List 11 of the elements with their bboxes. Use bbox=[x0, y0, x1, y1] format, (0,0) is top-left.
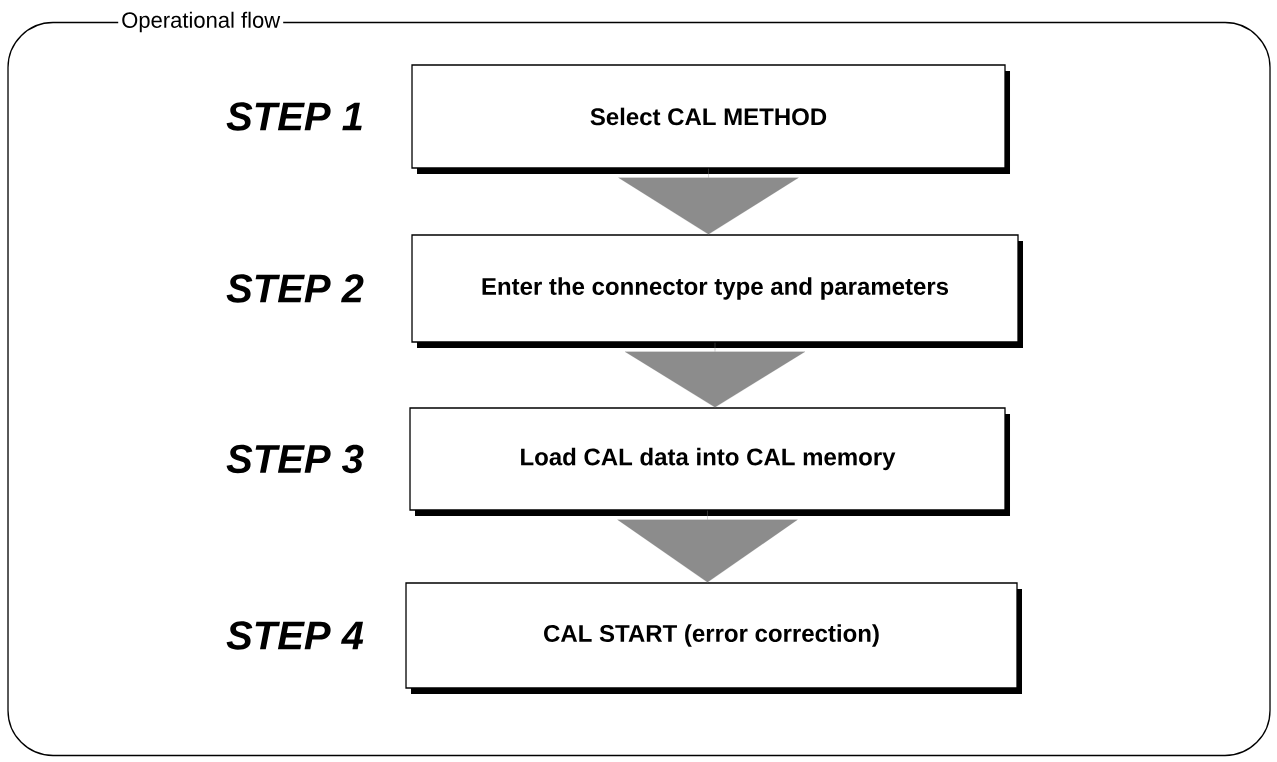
process-box: Enter the connector type and parameters bbox=[411, 234, 1023, 348]
step-label: STEP 4 bbox=[226, 621, 364, 650]
arrow bbox=[624, 342, 806, 408]
step-label: STEP 3 bbox=[226, 444, 364, 474]
step-label: STEP 2 bbox=[226, 274, 364, 303]
arrow bbox=[618, 168, 799, 235]
process-box: Select CAL METHOD bbox=[411, 64, 1010, 174]
process-box: Load CAL data into CAL memory bbox=[409, 407, 1010, 516]
arrow bbox=[617, 510, 798, 583]
step-label: STEP 1 bbox=[226, 102, 362, 131]
process-box: CAL START (error correction) bbox=[405, 582, 1022, 694]
